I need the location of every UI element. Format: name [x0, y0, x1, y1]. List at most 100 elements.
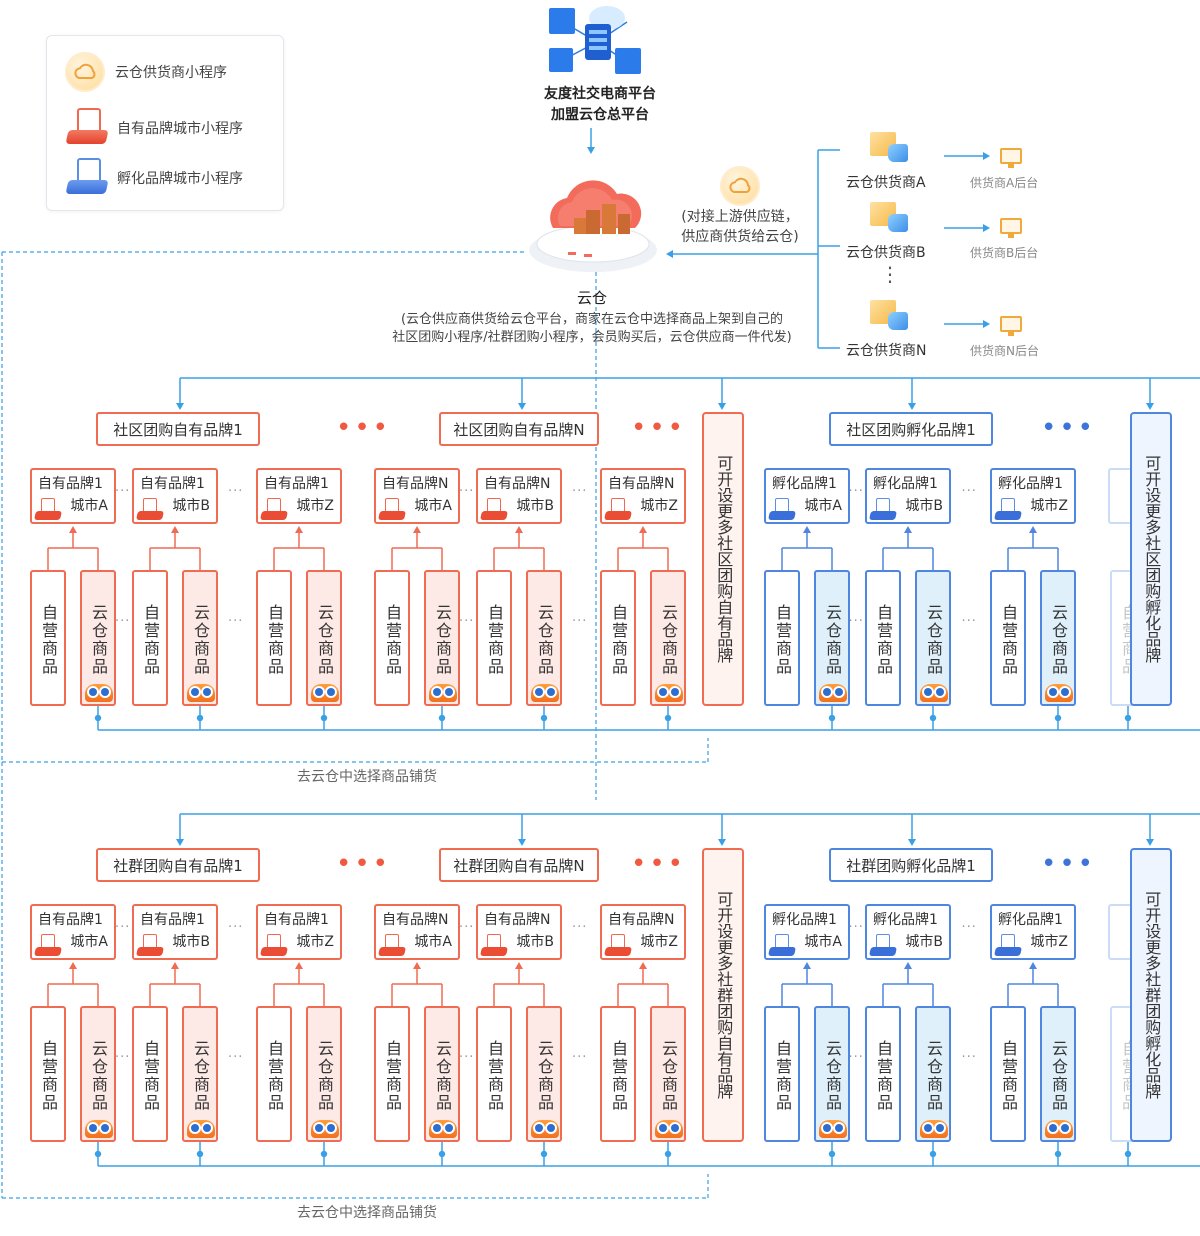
- own-products-column[interactable]: 自营商品: [476, 570, 512, 706]
- cloud-products-column[interactable]: 云仓商品: [814, 1006, 850, 1142]
- supply-note-line1: (对接上游供应链，: [681, 209, 799, 225]
- brand-header[interactable]: 社群团购孵化品牌1: [829, 848, 993, 882]
- ellipsis: ···: [115, 920, 131, 935]
- cloud-products-column[interactable]: 云仓商品: [424, 570, 460, 706]
- cloud-products-label: 云仓商品: [191, 1040, 210, 1112]
- own-products-column[interactable]: 自营商品: [132, 1006, 168, 1142]
- cloud-products-label: 云仓商品: [89, 1040, 108, 1112]
- cloud-products-label: 云仓商品: [315, 1040, 334, 1112]
- cloud-products-column[interactable]: 云仓商品: [915, 570, 951, 706]
- own-products-column[interactable]: 自营商品: [374, 1006, 410, 1142]
- pedestal-icon: [768, 934, 796, 958]
- more-incubated-brands-column[interactable]: 可开设更多社群团购孵化品牌: [1130, 848, 1172, 1142]
- more-incubated-brands-column[interactable]: 可开设更多社区团购孵化品牌: [1130, 412, 1172, 706]
- more-dots: •••: [336, 849, 392, 879]
- own-products-column[interactable]: 自营商品: [764, 570, 800, 706]
- mascot-icon: [187, 1120, 215, 1138]
- cloud-products-column[interactable]: 云仓商品: [1040, 1006, 1076, 1142]
- cloud-products-column[interactable]: 云仓商品: [80, 570, 116, 706]
- own-products-column[interactable]: 自营商品: [600, 570, 636, 706]
- cloud-products-column[interactable]: 云仓商品: [526, 570, 562, 706]
- pedestal-icon: [260, 498, 288, 522]
- cloud-products-column[interactable]: 云仓商品: [1040, 570, 1076, 706]
- cloud-products-column[interactable]: 云仓商品: [915, 1006, 951, 1142]
- city-brand-label: 自有品牌N: [608, 476, 675, 492]
- cloud-products-column[interactable]: 云仓商品: [182, 570, 218, 706]
- brand-header[interactable]: 社区团购孵化品牌1: [829, 412, 993, 446]
- cloud-products-column[interactable]: 云仓商品: [424, 1006, 460, 1142]
- ellipsis: ···: [961, 920, 977, 935]
- more-own-brands-column[interactable]: 可开设更多社区团购自有品牌: [702, 412, 744, 706]
- city-name-label: 城市Z: [296, 498, 334, 514]
- supply-note: (对接上游供应链， 供应商供货给云仓): [660, 207, 820, 247]
- ellipsis: ···: [115, 614, 131, 629]
- own-products-column[interactable]: 自营商品: [764, 1006, 800, 1142]
- platform-title: 友度社交电商平台 加盟云仓总平台: [500, 84, 700, 126]
- own-products-column[interactable]: 自营商品: [30, 1006, 66, 1142]
- junction-dot: [1124, 1150, 1132, 1158]
- more-incubated-brands-label: 可开设更多社群团购孵化品牌: [1142, 891, 1162, 1099]
- own-products-column[interactable]: 自营商品: [600, 1006, 636, 1142]
- mascot-icon: [531, 1120, 559, 1138]
- brand-header[interactable]: 社群团购自有品牌N: [439, 848, 599, 882]
- mascot-icon: [187, 684, 215, 702]
- brand-header[interactable]: 社群团购自有品牌1: [96, 848, 260, 882]
- pedestal-icon: [34, 498, 62, 522]
- junction-dot: [929, 1150, 937, 1158]
- own-products-label: 自营商品: [485, 1040, 504, 1112]
- arrow-head: [413, 962, 421, 969]
- own-products-column[interactable]: 自营商品: [990, 570, 1026, 706]
- own-products-label: 自营商品: [39, 1040, 58, 1112]
- own-products-column[interactable]: 自营商品: [476, 1006, 512, 1142]
- own-products-column[interactable]: 自营商品: [374, 570, 410, 706]
- cloud-products-column[interactable]: 云仓商品: [814, 570, 850, 706]
- own-products-column[interactable]: 自营商品: [865, 570, 901, 706]
- own-products-column[interactable]: 自营商品: [30, 570, 66, 706]
- own-products-column[interactable]: 自营商品: [865, 1006, 901, 1142]
- cloud-products-column[interactable]: 云仓商品: [526, 1006, 562, 1142]
- cloud-products-column[interactable]: 云仓商品: [650, 570, 686, 706]
- arrow-head: [69, 962, 77, 969]
- red-pedestal-icon: [65, 108, 109, 148]
- more-own-brands-column[interactable]: 可开设更多社群团购自有品牌: [702, 848, 744, 1142]
- city-name-label: 城市A: [70, 498, 108, 514]
- own-products-label: 自营商品: [39, 604, 58, 676]
- own-products-column[interactable]: 自营商品: [132, 570, 168, 706]
- own-products-column[interactable]: 自营商品: [256, 570, 292, 706]
- own-products-label: 自营商品: [773, 1040, 792, 1112]
- junction-dot: [94, 1150, 102, 1158]
- cloud-products-column[interactable]: 云仓商品: [306, 570, 342, 706]
- cloud-products-column[interactable]: 云仓商品: [650, 1006, 686, 1142]
- ellipsis: ···: [228, 1050, 244, 1065]
- cloud-products-column[interactable]: 云仓商品: [182, 1006, 218, 1142]
- own-products-column[interactable]: 自营商品: [256, 1006, 292, 1142]
- cloud-products-column[interactable]: 云仓商品: [80, 1006, 116, 1142]
- ellipsis: ···: [848, 484, 864, 499]
- ellipsis: ···: [228, 484, 244, 499]
- own-products-label: 自营商品: [874, 604, 893, 676]
- brand-header[interactable]: 社区团购自有品牌1: [96, 412, 260, 446]
- mascot-icon: [920, 1120, 948, 1138]
- cloud-products-column[interactable]: 云仓商品: [306, 1006, 342, 1142]
- own-products-column[interactable]: 自营商品: [990, 1006, 1026, 1142]
- brand-header[interactable]: 社区团购自有品牌N: [439, 412, 599, 446]
- pedestal-icon: [480, 934, 508, 958]
